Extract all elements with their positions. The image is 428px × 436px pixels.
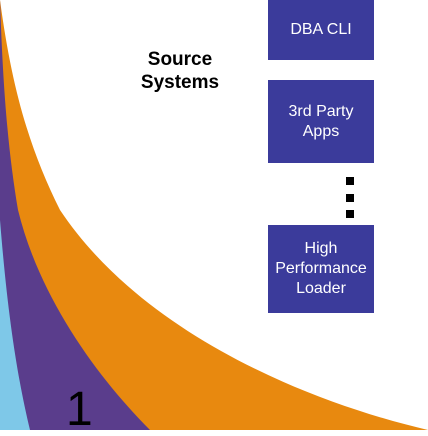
swoosh-purple-band <box>0 0 150 430</box>
heading-line-1: Source <box>147 49 213 70</box>
ellipsis-dot <box>346 177 354 185</box>
source-systems-heading: Source Systems <box>128 48 232 94</box>
page-number: 1 <box>66 383 93 436</box>
source-box-label-line-3: Loader <box>296 280 346 297</box>
source-box-label: DBA CLI <box>290 21 352 38</box>
source-box-dba-cli: DBA CLI <box>268 0 374 60</box>
ellipsis-dot <box>346 210 354 218</box>
heading-line-2: Systems <box>140 72 220 93</box>
source-box-high-performance-loader: High Performance Loader <box>268 225 374 313</box>
source-box-third-party-apps: 3rd Party Apps <box>268 80 374 163</box>
source-box-label-line-1: 3rd Party <box>288 102 354 120</box>
source-box-label-line-1: High <box>304 240 338 257</box>
source-box-label-line-2: Performance <box>275 260 367 277</box>
ellipsis-dot <box>346 194 354 202</box>
swoosh-light-blue-band <box>0 220 30 430</box>
source-box-label-line-2: Apps <box>302 122 340 140</box>
